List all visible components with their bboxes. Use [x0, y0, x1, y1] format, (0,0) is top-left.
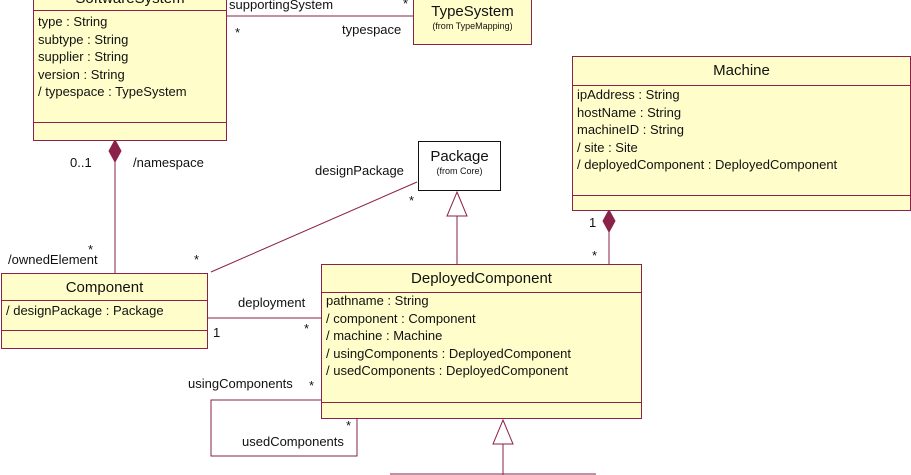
attribute: version : String: [38, 66, 125, 82]
divider: [34, 10, 226, 11]
divider: [322, 292, 641, 293]
role-label-deployment: deployment: [238, 295, 306, 310]
class-name: Package: [430, 148, 489, 165]
class-name: DeployedComponent: [411, 270, 552, 287]
multiplicity-deployment: *: [304, 321, 310, 336]
self-association-line: [210, 399, 358, 457]
attribute: subtype : String: [38, 31, 129, 47]
multiplicity-using-components: *: [309, 378, 315, 393]
class-package[interactable]: Package (from Core): [418, 141, 501, 191]
multiplicity-used-components: *: [346, 418, 352, 433]
role-label-typespace: typespace: [342, 22, 402, 37]
multiplicity-design-package: *: [409, 193, 415, 208]
role-label-namespace: /namespace: [133, 155, 204, 170]
divider: [2, 300, 207, 301]
divider: [34, 122, 226, 123]
multiplicity-supporting-system: *: [403, 0, 409, 11]
class-machine[interactable]: Machine ipAddress : String hostName : St…: [572, 56, 911, 211]
generalization-arrow-package: [446, 190, 468, 217]
divider: [322, 402, 641, 403]
attribute: hostName : String: [577, 104, 682, 120]
class-name: Component: [65, 279, 144, 296]
attribute: / usedComponents : DeployedComponent: [326, 363, 569, 378]
multiplicity-namespace: 0..1: [70, 155, 92, 170]
multiplicity-typespace: *: [235, 25, 241, 40]
role-label-owned-element: /ownedElement: [8, 252, 98, 267]
attribute: / designPackage : Package: [6, 303, 164, 318]
attribute: pathname : String: [326, 293, 429, 308]
multiplicity-machine: 1: [589, 215, 597, 230]
class-origin: (from Core): [436, 166, 483, 176]
multiplicity-owned-element: *: [88, 242, 94, 257]
machine-composition-diamond: [602, 208, 616, 234]
attribute: / usingComponents : DeployedComponent: [326, 345, 571, 361]
class-name: TypeSystem: [431, 3, 514, 20]
attribute: / component : Component: [326, 310, 476, 326]
class-deployed-component[interactable]: DeployedComponent pathname : String / co…: [321, 264, 642, 419]
role-label-supporting-system: supportingSystem: [229, 0, 334, 12]
divider: [2, 330, 207, 331]
attribute-list: ipAddress : String hostName : String mac…: [577, 86, 837, 174]
role-label-using-components: usingComponents: [188, 376, 293, 391]
attribute: / typespace : TypeSystem: [38, 84, 187, 99]
design-package-association: [210, 181, 418, 273]
attribute-list: type : String subtype : String supplier …: [38, 13, 187, 101]
attribute: / deployedComponent : DeployedComponent: [577, 157, 838, 172]
attribute: / site : Site: [577, 139, 638, 155]
multiplicity-design-component: *: [194, 252, 200, 267]
generalization-arrow-subclass: [492, 418, 514, 445]
attribute: type : String: [38, 14, 108, 29]
attribute-list: / designPackage : Package: [6, 302, 164, 320]
class-name: Machine: [713, 62, 770, 79]
class-type-system[interactable]: TypeSystem (from TypeMapping): [413, 0, 532, 45]
attribute-list: pathname : String / component : Componen…: [326, 292, 571, 380]
divider: [573, 195, 910, 196]
divider: [573, 85, 910, 86]
attribute: machineID : String: [577, 122, 684, 137]
class-origin: (from TypeMapping): [432, 21, 513, 31]
class-software-system[interactable]: SoftwareSystem type : String subtype : S…: [33, 0, 227, 141]
namespace-composition-diamond: [108, 138, 122, 164]
attribute: supplier : String: [38, 49, 129, 64]
multiplicity-deployment-component: 1: [213, 325, 221, 340]
attribute: / machine : Machine: [326, 328, 443, 343]
role-label-design-package: designPackage: [315, 163, 404, 178]
attribute: ipAddress : String: [577, 87, 680, 102]
class-name: SoftwareSystem: [34, 0, 226, 8]
role-label-used-components: usedComponents: [242, 434, 344, 449]
multiplicity-deployed-machine: *: [592, 248, 598, 263]
class-component[interactable]: Component / designPackage : Package: [1, 273, 208, 349]
